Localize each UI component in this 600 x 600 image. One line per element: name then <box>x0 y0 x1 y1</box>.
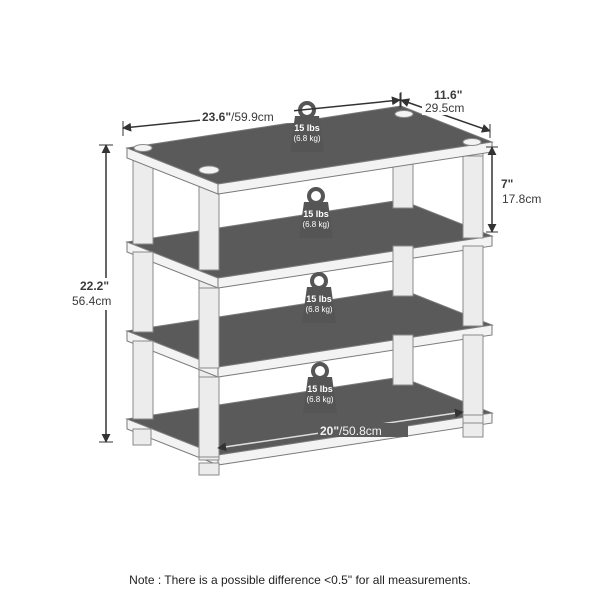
width-dimension: 23.6"/59.9cm <box>122 93 401 136</box>
measurement-note: Note : There is a possible difference <0… <box>129 573 471 587</box>
depth-dimension: 11.6" 29.5cm <box>400 88 491 138</box>
weight-sub-label: (6.8 kg) <box>306 395 333 404</box>
depth-cm: 29.5cm <box>425 101 464 115</box>
width-cm: /59.9cm <box>231 110 274 124</box>
shelf-gap-inches: 7" <box>501 177 513 191</box>
shelf-gap-cm: 17.8cm <box>502 192 541 206</box>
height-cm: 56.4cm <box>72 294 111 308</box>
post-cap-back <box>394 110 414 118</box>
weight-icon-second: 15 lbs (6.8 kg) <box>299 187 333 238</box>
depth-inches: 11.6" <box>434 88 462 102</box>
shelf-gap-dimension: 7" 17.8cm <box>486 146 541 233</box>
svg-text:20"/50.8cm: 20"/50.8cm <box>320 424 382 438</box>
post-cap-right <box>462 138 482 146</box>
weight-label: 15 lbs <box>306 294 332 304</box>
inner-width-dimension: 20"/50.8cm <box>217 408 464 452</box>
weight-sub-label: (6.8 kg) <box>302 220 329 229</box>
post-cap-left <box>133 144 153 152</box>
svg-text:23.6"/59.9cm: 23.6"/59.9cm <box>202 110 274 124</box>
post-cap-front <box>198 165 220 175</box>
foot-front <box>198 462 220 476</box>
foot-left <box>132 428 152 446</box>
inner-width-inches: 20" <box>320 424 339 438</box>
weight-label: 15 lbs <box>294 123 320 133</box>
height-inches: 22.2" <box>80 279 109 293</box>
width-inches: 23.6" <box>202 110 231 124</box>
weight-icon-third: 15 lbs (6.8 kg) <box>302 272 336 323</box>
weight-sub-label: (6.8 kg) <box>305 305 332 314</box>
inner-width-cm: /50.8cm <box>339 424 382 438</box>
weight-icon-bottom: 15 lbs (6.8 kg) <box>303 362 337 413</box>
weight-label: 15 lbs <box>307 384 333 394</box>
height-dimension: 22.2" 56.4cm <box>72 144 122 443</box>
weight-sub-label: (6.8 kg) <box>293 134 320 143</box>
weight-label: 15 lbs <box>303 209 329 219</box>
